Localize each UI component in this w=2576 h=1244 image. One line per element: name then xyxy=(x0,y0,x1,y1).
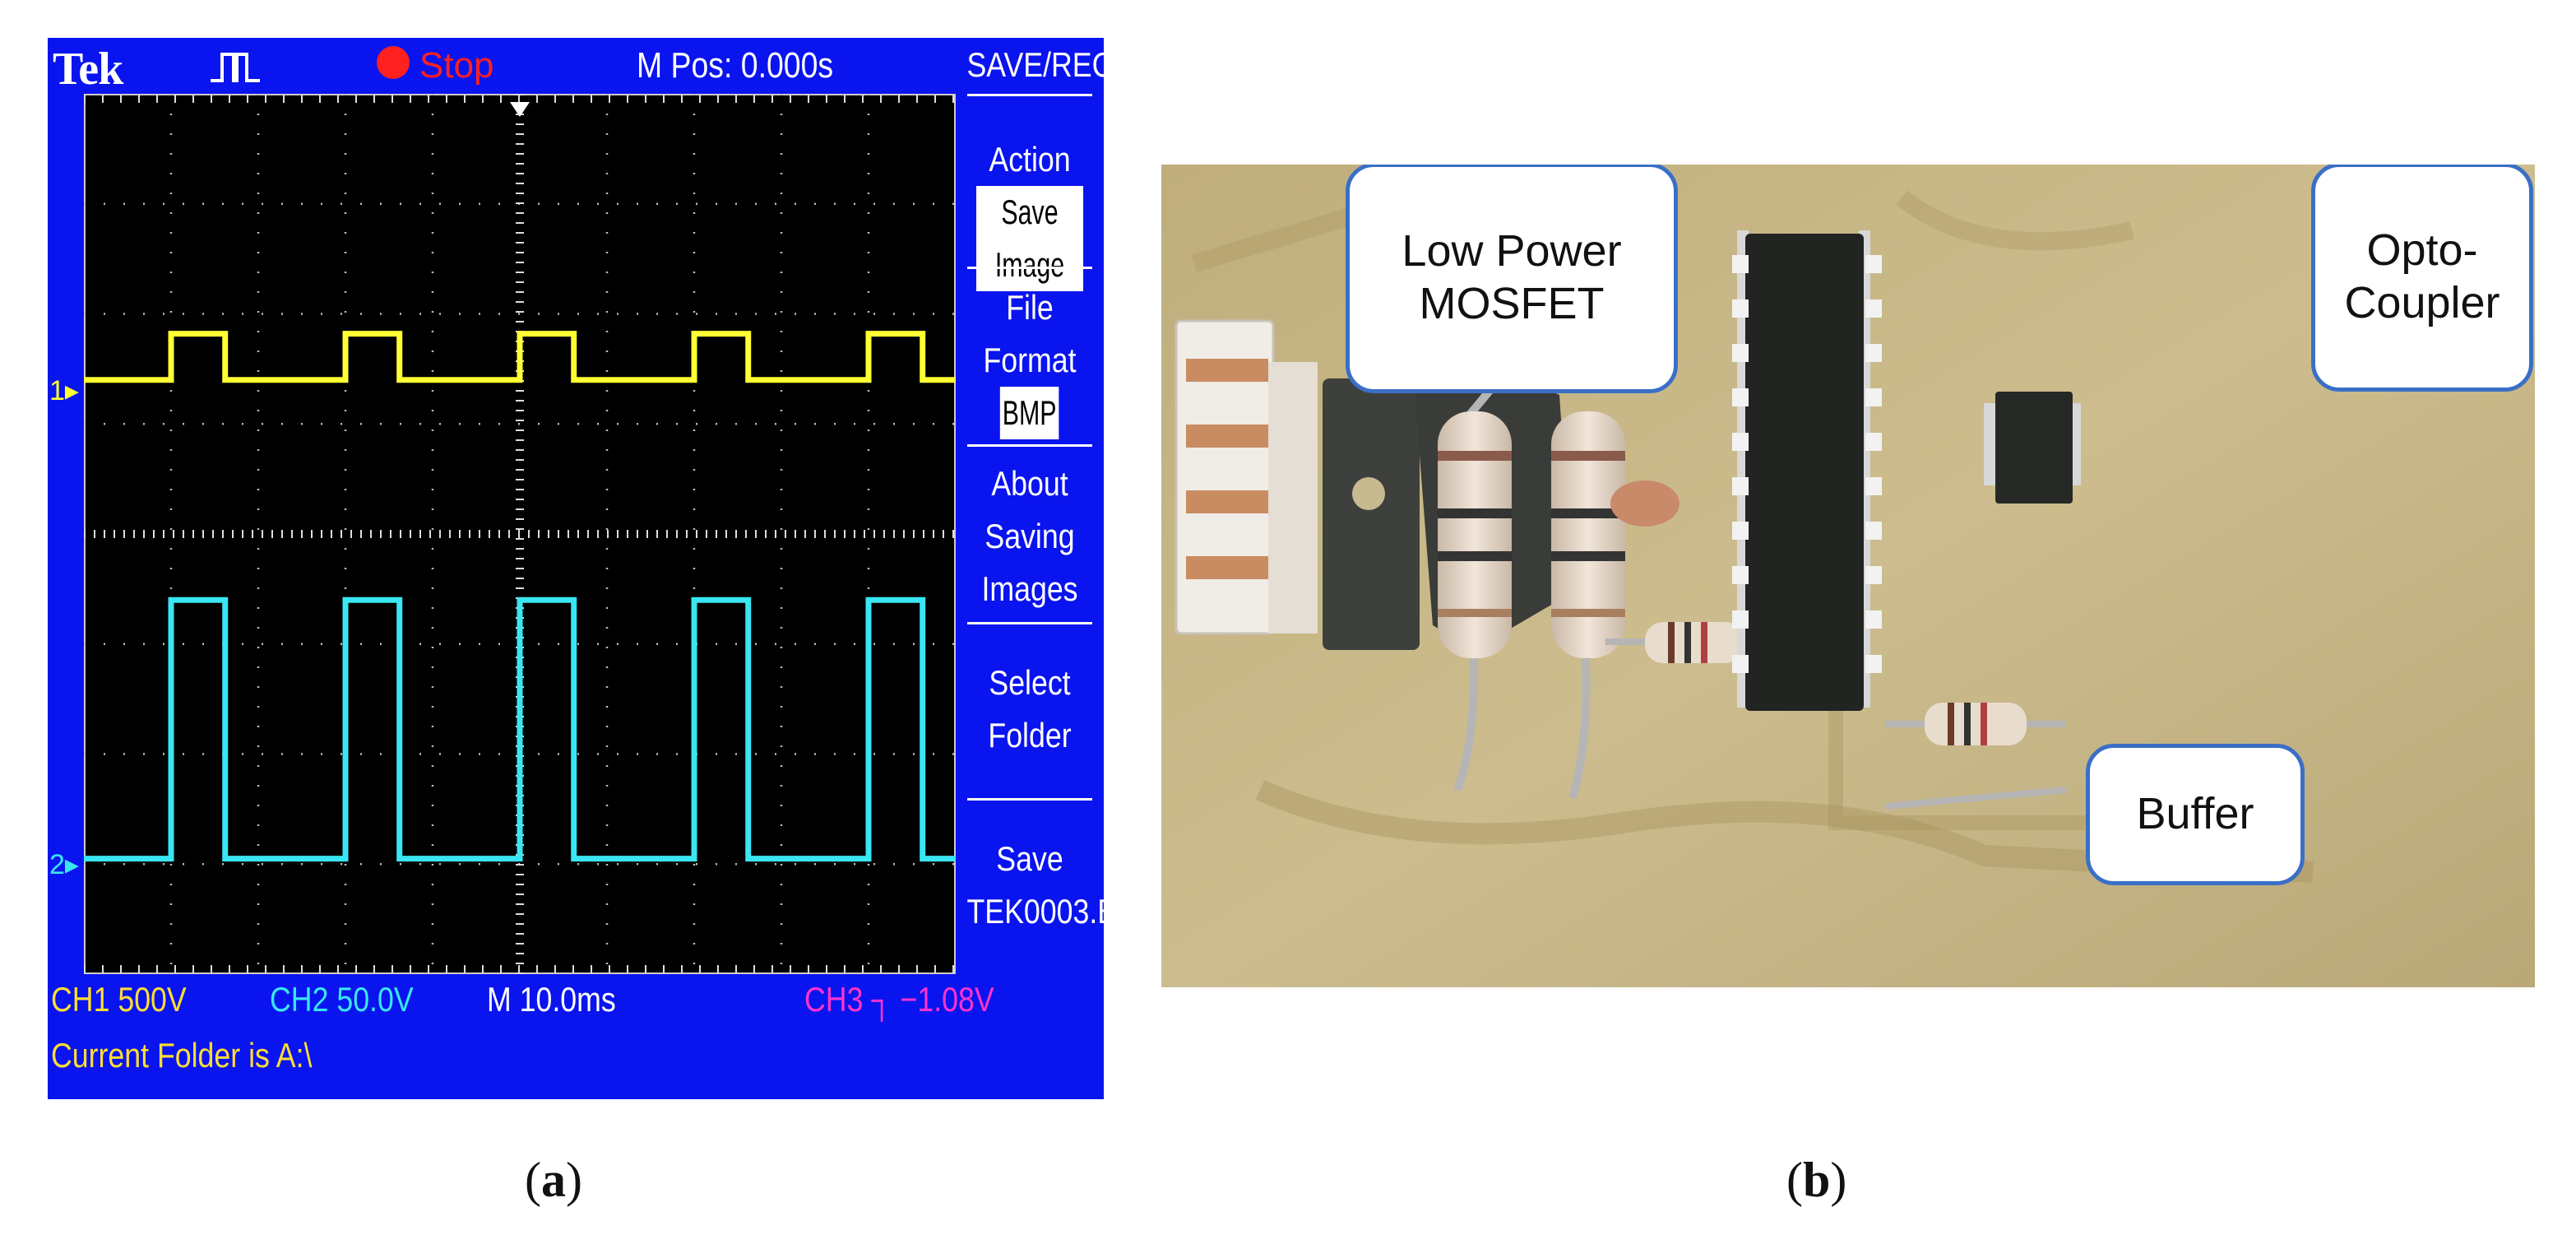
ic-pin xyxy=(1732,344,1749,362)
ic-pin xyxy=(1865,655,1882,673)
buffer-ic-chip xyxy=(1732,230,1882,711)
callout-buffer: Buffer xyxy=(2086,744,2305,885)
brand-logo: Tek xyxy=(53,44,123,95)
ic-pin xyxy=(1865,388,1882,406)
ch1-ground-marker: 1▸ xyxy=(49,375,79,406)
menu-divider xyxy=(967,798,1092,801)
ic-pin xyxy=(1865,299,1882,318)
resistor-small-right xyxy=(1885,703,2066,745)
waveform-display xyxy=(84,94,956,974)
stop-indicator-icon xyxy=(377,46,410,79)
trigger-position-marker xyxy=(510,102,530,117)
ic-pin xyxy=(1732,522,1749,540)
ic-pin xyxy=(1732,433,1749,451)
oscilloscope-screen: Tek Stop M Pos: 0.000s 1▸ 2▸ SAVE/REC Ac… xyxy=(48,38,1104,1099)
ch2-trace xyxy=(84,596,956,862)
waveform-graticule xyxy=(84,94,956,974)
menu-divider xyxy=(967,622,1092,624)
menu-divider xyxy=(967,444,1092,447)
ic-pin xyxy=(1865,433,1882,451)
mosfet-left xyxy=(1323,378,1420,650)
menu-title: SAVE/REC xyxy=(966,45,1105,84)
timebase-readout: M 10.0ms xyxy=(487,980,616,1019)
ch2-scale-readout: CH2 50.0V xyxy=(270,980,414,1019)
optocoupler-chip xyxy=(1984,392,2081,504)
ic-pin xyxy=(1732,610,1749,629)
horizontal-position: M Pos: 0.000s xyxy=(637,45,834,86)
ch1-trace xyxy=(84,331,956,383)
ic-pin xyxy=(1865,610,1882,629)
ic-pin xyxy=(1865,344,1882,362)
connector-header xyxy=(1174,319,1318,635)
ic-pin xyxy=(1732,299,1749,318)
ic-pin xyxy=(1865,566,1882,584)
save-file-button[interactable]: Save TEK0003.BMP xyxy=(966,839,1105,931)
ic-pin xyxy=(1865,522,1882,540)
ic-pin xyxy=(1865,255,1882,273)
menu-divider xyxy=(967,267,1092,269)
ic-pin xyxy=(1732,388,1749,406)
caption-a: (a) xyxy=(525,1153,582,1207)
ch2-ground-marker: 2▸ xyxy=(49,849,79,880)
ch1-scale-readout: CH1 500V xyxy=(51,980,187,1019)
ic-pin xyxy=(1732,477,1749,495)
file-format-menu-button[interactable]: File Format BMP xyxy=(956,281,1104,439)
trigger-readout: CH3 ┐ −1.08V xyxy=(804,980,994,1019)
resistor-large-right xyxy=(1551,411,1625,800)
callout-opto-coupler: Opto-Coupler xyxy=(2311,165,2533,392)
pulse-trigger-icon xyxy=(211,53,260,82)
select-folder-button[interactable]: Select Folder xyxy=(988,663,1072,754)
ic-pin xyxy=(1865,477,1882,495)
save-rec-menu: SAVE/REC Action Save Image File Format B… xyxy=(956,38,1105,974)
action-menu-button[interactable]: Action Save Image xyxy=(956,133,1104,291)
about-saving-images-button[interactable]: About Saving Images xyxy=(981,464,1078,608)
ic-pin xyxy=(1732,655,1749,673)
ic-pin xyxy=(1732,566,1749,584)
ic-pin xyxy=(1732,255,1749,273)
run-state: Stop xyxy=(419,45,494,86)
caption-b: (b) xyxy=(1786,1153,1847,1207)
ceramic-capacitor xyxy=(1610,480,1679,527)
menu-divider xyxy=(967,94,1092,96)
current-folder-status: Current Folder is A:\ xyxy=(51,1036,313,1075)
